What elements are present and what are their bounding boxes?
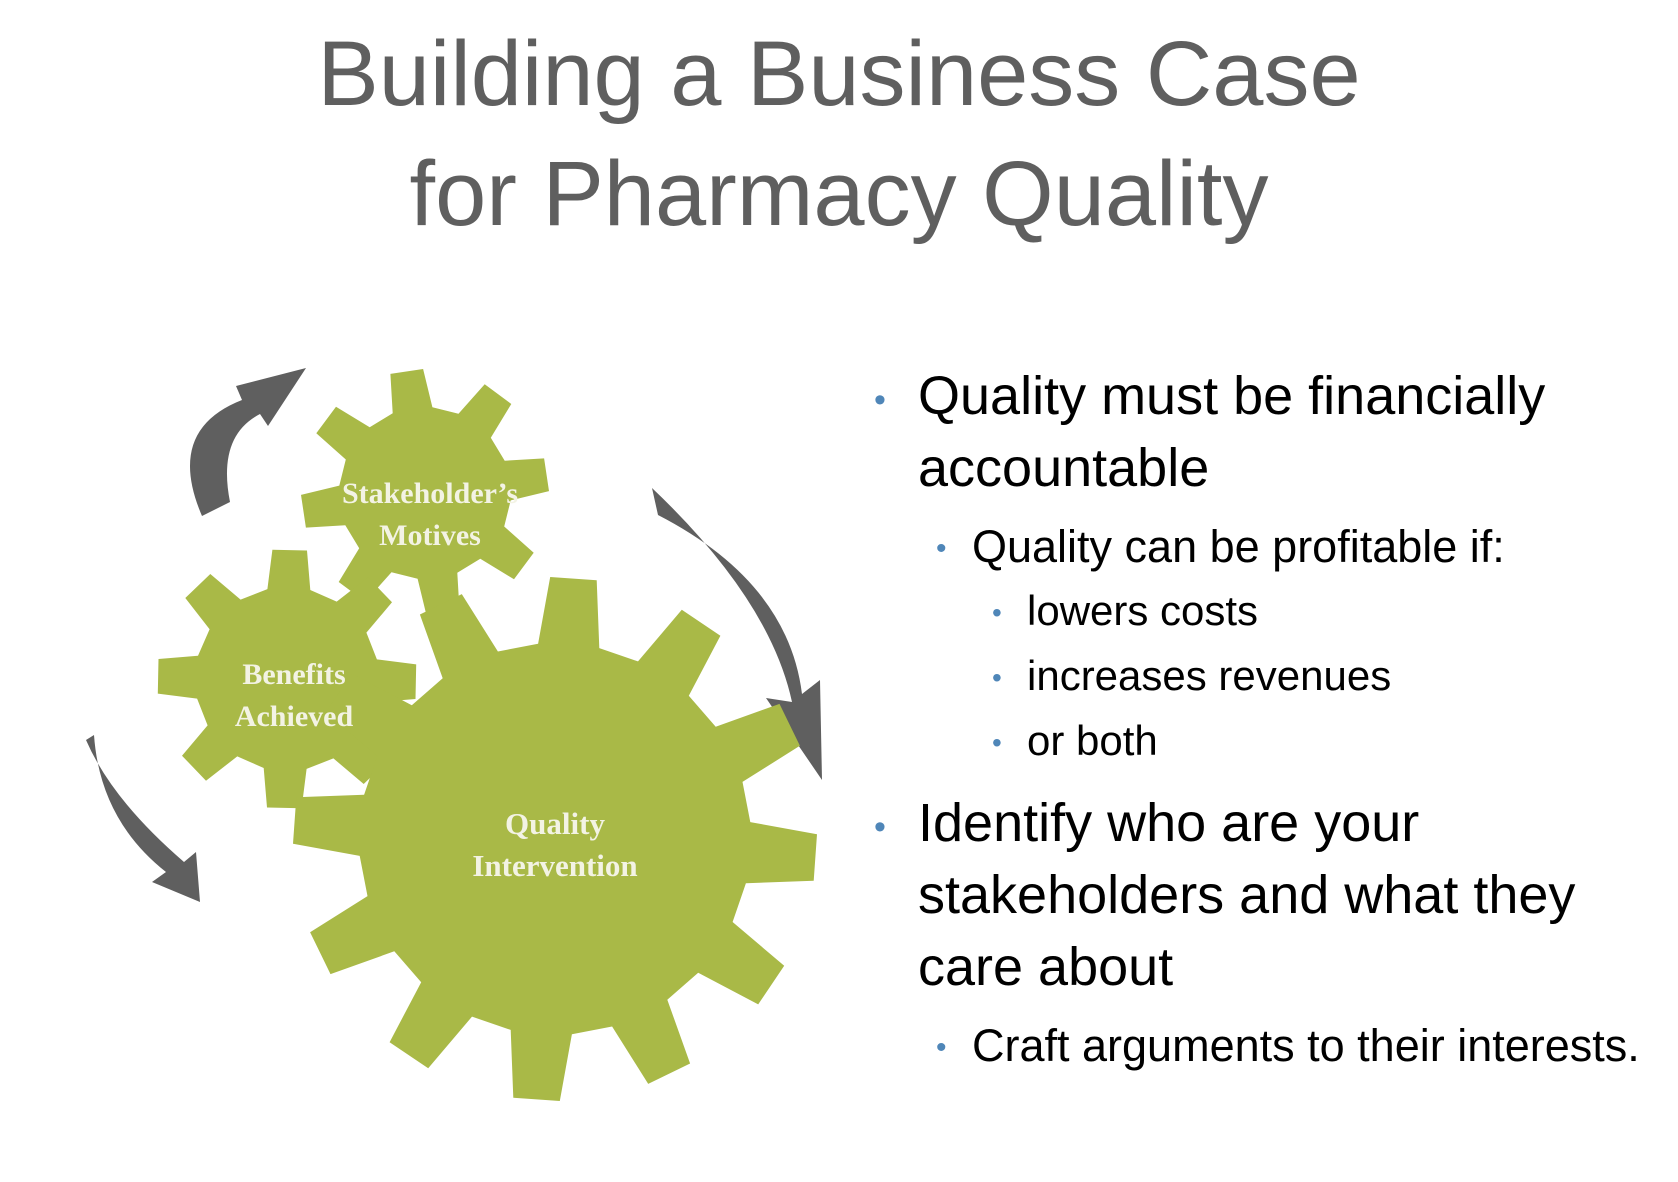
slide-title-line-1: Building a Business Case xyxy=(317,23,1361,125)
cycle-arrow-icon-bottom-left xyxy=(86,735,200,902)
gear-icon-benefits xyxy=(157,549,417,809)
gear-label-quality-line-1: Quality xyxy=(505,806,605,841)
slide-title: Building a Business Case for Pharmacy Qu… xyxy=(0,14,1678,254)
gear-icon-stakeholders xyxy=(301,369,549,617)
cycle-arrow-icon-top-left xyxy=(189,368,306,516)
bullet-item-increases-revenues: increases revenues xyxy=(870,643,1660,710)
bullet-item-identify-stakeholders: Identify who are your stakeholders and w… xyxy=(870,787,1660,1003)
gear-label-stakeholders-line-1: Stakeholder’s xyxy=(342,477,518,510)
bullet-item-lowers-costs: lowers costs xyxy=(870,578,1660,645)
gears-cycle-diagram: Stakeholder’s Motives Benefits Achieved … xyxy=(86,368,822,1101)
gear-label-benefits-line-1: Benefits xyxy=(242,658,345,691)
gear-label-quality-line-2: Intervention xyxy=(472,848,637,883)
gear-icon-quality-intervention xyxy=(293,577,817,1101)
bullet-list: Quality must be financially accountable … xyxy=(870,360,1660,1079)
slide-title-line-2: for Pharmacy Quality xyxy=(409,143,1269,245)
bullet-item-profitable-if: Quality can be profitable if: xyxy=(870,516,1660,580)
gear-label-stakeholders-line-2: Motives xyxy=(379,519,481,552)
bullet-item-financially-accountable: Quality must be financially accountable xyxy=(870,360,1660,504)
gear-label-benefits-line-2: Achieved xyxy=(235,700,354,733)
bullet-item-craft-arguments: Craft arguments to their interests. xyxy=(870,1015,1660,1079)
bullet-item-or-both: or both xyxy=(870,708,1660,775)
